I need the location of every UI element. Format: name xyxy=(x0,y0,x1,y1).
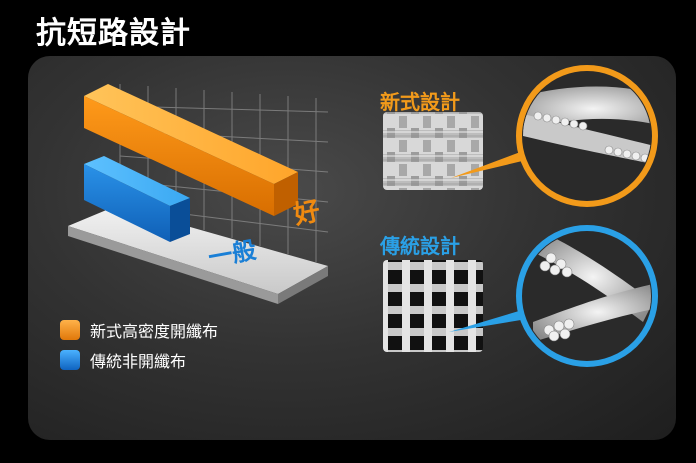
orange-swatch xyxy=(60,320,80,340)
legend-item-traditional: 傳統非開纖布 xyxy=(60,348,186,372)
new-weave-swatch xyxy=(383,112,483,190)
traditional-design-label: 傳統設計 xyxy=(380,234,460,258)
traditional-design-fabric-illustration xyxy=(383,225,658,367)
page-title: 抗短路設計 xyxy=(36,16,191,51)
legend-label: 傳統非開纖布 xyxy=(90,352,187,371)
new-callout-pointer xyxy=(451,148,535,178)
new-design-fabric-illustration xyxy=(383,65,658,207)
new-design-label: 新式設計 xyxy=(380,90,460,114)
label-good: 好 xyxy=(290,196,323,231)
legend-label: 新式高密度開纖布 xyxy=(90,322,219,341)
bar-traditional-fabric xyxy=(84,156,190,242)
legend-item-high-density: 新式高密度開纖布 xyxy=(60,318,218,342)
feature-panel: 好 一般 新式高密度開纖布 傳統非開纖布 新式設計 傳統設計 xyxy=(28,56,676,440)
comparison-bar-illustration: 好 一般 xyxy=(68,84,329,304)
chart-floor xyxy=(68,206,328,294)
traditional-callout-pointer xyxy=(449,308,533,332)
blue-swatch xyxy=(60,350,80,370)
traditional-weave-swatch xyxy=(383,260,483,352)
bar-high-density-fabric xyxy=(84,84,298,216)
